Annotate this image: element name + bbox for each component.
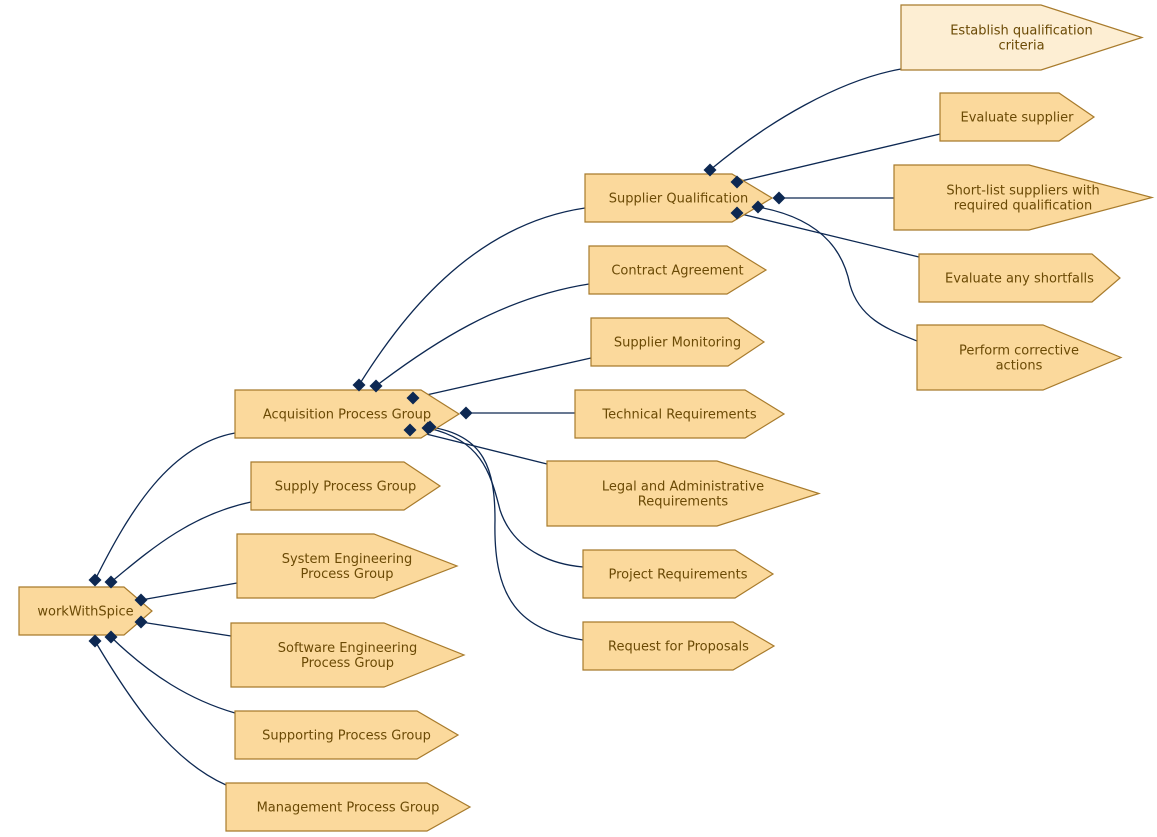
- node-label: Supplier Qualification: [609, 192, 749, 207]
- node-shape: [250, 461, 442, 511]
- node-shape: [588, 245, 768, 295]
- connector-sq-evalsup: [736, 133, 941, 183]
- node-shape: [574, 389, 786, 439]
- node-label: Short-list suppliers with: [946, 184, 1099, 199]
- edge-layer: [94, 68, 941, 786]
- node-label: Legal and Administrative: [602, 480, 764, 495]
- composition-diamond-icon: [352, 378, 366, 392]
- node-label: Perform corrective: [959, 344, 1079, 359]
- node-label: Supporting Process Group: [262, 729, 431, 744]
- composition-diamond-icon: [406, 391, 420, 405]
- connector-sq-corrective: [757, 206, 918, 342]
- node-shape: [939, 92, 1096, 142]
- node-shape: [590, 317, 766, 367]
- connector-root-acq: [94, 432, 236, 581]
- composition-diamond-icon: [104, 575, 118, 589]
- node-label: Project Requirements: [609, 568, 748, 583]
- node-label: Supply Process Group: [275, 480, 416, 495]
- connector-root-mgmt: [94, 640, 227, 786]
- node-label: Request for Proposals: [608, 640, 749, 655]
- connector-acq-contract: [375, 283, 590, 387]
- node-supply[interactable]: Supply Process Group: [250, 461, 442, 511]
- node-shape: [225, 782, 472, 832]
- connector-acq-rfp: [429, 426, 584, 641]
- node-label: actions: [996, 359, 1043, 374]
- composition-diamond-icon: [134, 593, 148, 607]
- node-shape: [900, 4, 1144, 71]
- node-support[interactable]: Supporting Process Group: [234, 710, 460, 760]
- node-mgmt[interactable]: Management Process Group: [225, 782, 472, 832]
- composition-diamond-icon: [88, 634, 102, 648]
- composition-diamond-icon: [751, 200, 765, 214]
- connector-acq-supmon: [412, 357, 592, 399]
- node-label: System Engineering: [282, 552, 413, 567]
- node-shape: [582, 621, 776, 671]
- composition-diamond-icon: [703, 163, 717, 177]
- connector-acq-legal: [409, 429, 548, 465]
- node-evalsup[interactable]: Evaluate supplier: [939, 92, 1096, 142]
- node-rfp[interactable]: Request for Proposals: [582, 621, 776, 671]
- node-label: Management Process Group: [257, 801, 440, 816]
- composition-diamond-icon: [134, 615, 148, 629]
- node-label: Requirements: [638, 495, 729, 510]
- node-label: Evaluate supplier: [960, 111, 1074, 126]
- composition-diamond-icon: [423, 420, 437, 434]
- composition-diamond-icon: [730, 206, 744, 220]
- connector-acq-projreq: [427, 427, 584, 568]
- node-shape: [234, 389, 461, 439]
- connector-root-supply: [110, 501, 252, 583]
- node-label: Contract Agreement: [611, 264, 743, 279]
- connector-acq-supqual: [358, 207, 586, 386]
- composition-diamond-icon: [403, 423, 417, 437]
- node-shape: [893, 164, 1155, 231]
- node-supmon[interactable]: Supplier Monitoring: [590, 317, 766, 367]
- node-projreq[interactable]: Project Requirements: [582, 549, 775, 599]
- node-label: criteria: [998, 39, 1044, 54]
- connector-sq-evalshort: [736, 212, 920, 258]
- node-supqual[interactable]: Supplier Qualification: [584, 173, 774, 223]
- connector-root-support: [110, 636, 236, 714]
- node-contract[interactable]: Contract Agreement: [588, 245, 768, 295]
- node-acq[interactable]: Acquisition Process Group: [234, 389, 461, 439]
- node-label: Technical Requirements: [601, 408, 756, 423]
- node-label: Process Group: [300, 567, 393, 582]
- node-shape: [230, 622, 466, 688]
- node-shape: [234, 710, 460, 760]
- composition-diamond-icon: [369, 379, 383, 393]
- node-label: Establish qualification: [950, 24, 1093, 39]
- node-shape: [236, 533, 459, 599]
- node-label: Acquisition Process Group: [263, 408, 431, 423]
- node-root[interactable]: workWithSpice: [18, 586, 153, 636]
- composition-diamond-icon: [88, 573, 102, 587]
- node-label: Supplier Monitoring: [614, 336, 741, 351]
- node-shape: [916, 324, 1123, 391]
- node-label: required qualification: [954, 199, 1093, 214]
- connector-root-syseng: [140, 582, 238, 601]
- node-shape: [546, 460, 821, 527]
- connector-sq-establish: [709, 68, 902, 171]
- node-label: Software Engineering: [278, 641, 417, 656]
- composition-diamond-icon: [730, 175, 744, 189]
- composition-diamond-icon: [104, 630, 118, 644]
- node-label: Evaluate any shortfalls: [945, 272, 1094, 287]
- composition-diamond-icon: [772, 191, 786, 205]
- node-shape: [918, 253, 1121, 303]
- node-techreq[interactable]: Technical Requirements: [574, 389, 786, 439]
- composition-diamond-icon: [459, 406, 473, 420]
- connector-root-sweng: [140, 621, 232, 637]
- node-evalshort[interactable]: Evaluate any shortfalls: [918, 253, 1121, 303]
- node-label: Process Group: [301, 656, 394, 671]
- node-label: workWithSpice: [37, 605, 133, 620]
- node-shape: [582, 549, 775, 599]
